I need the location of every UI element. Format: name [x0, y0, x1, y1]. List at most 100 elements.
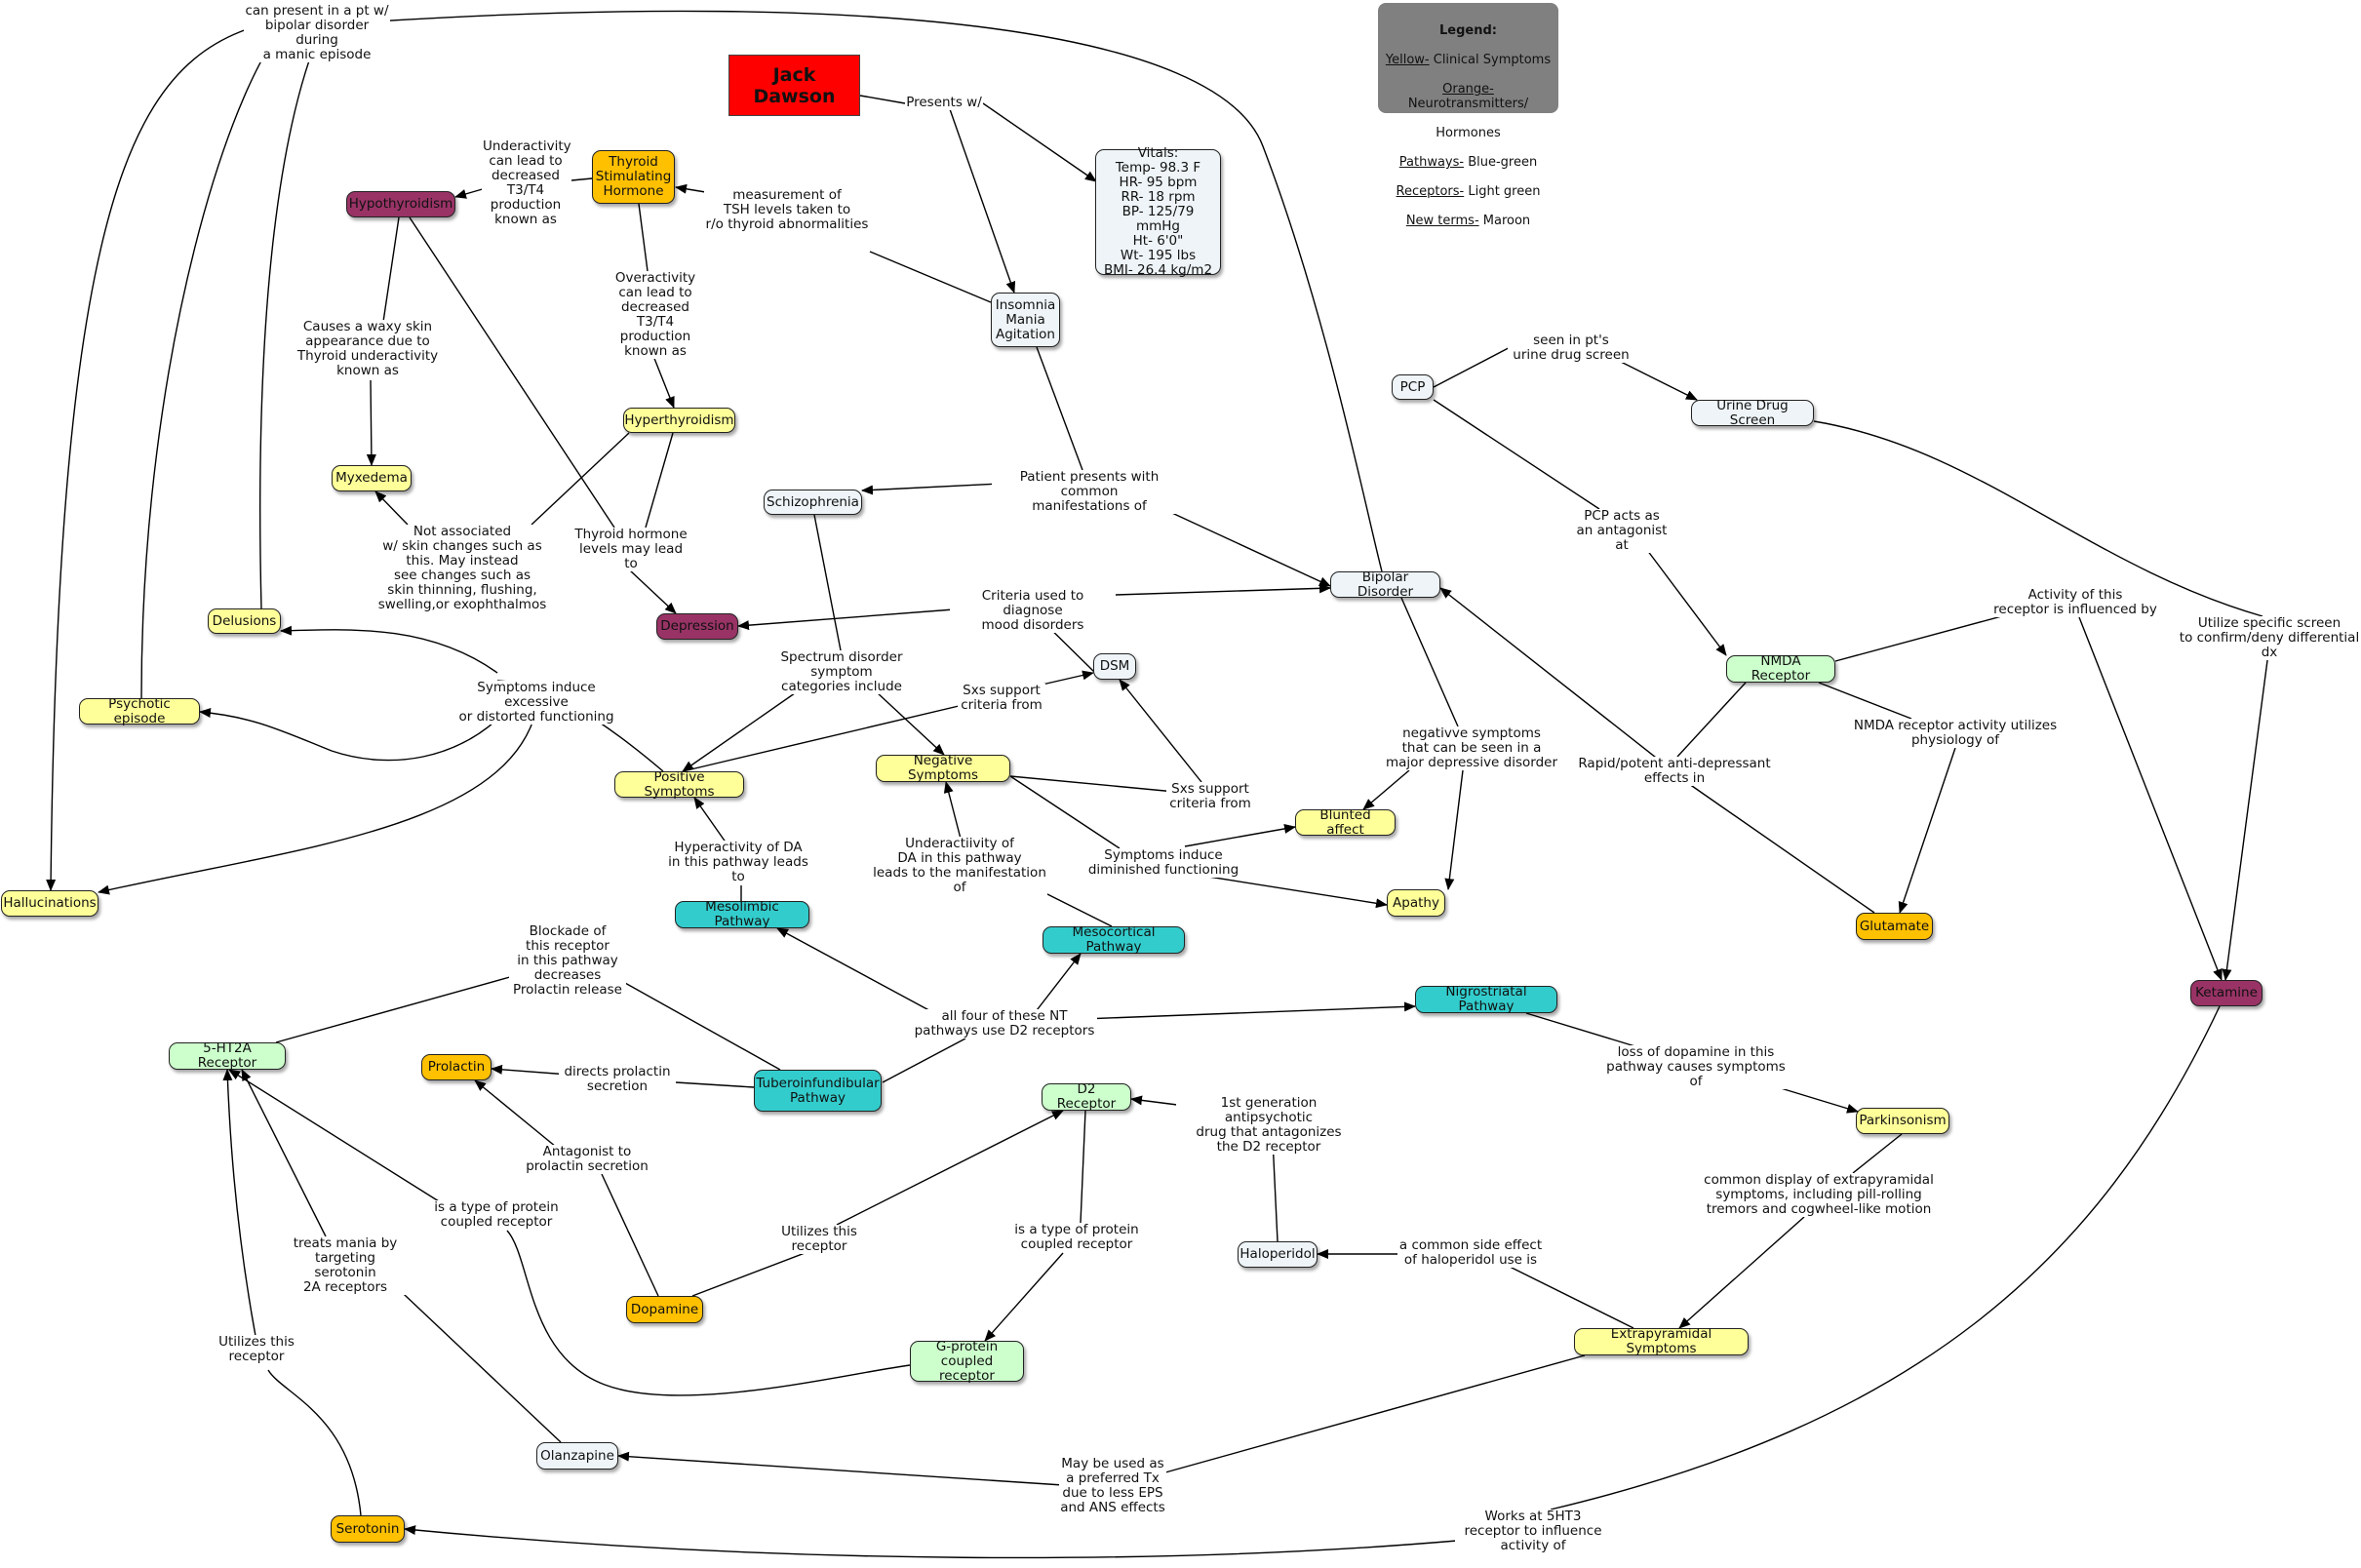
link-label-loss-of-dopamine: loss of dopamine in this pathway causes … — [1598, 1045, 1793, 1089]
link-label-first-generation: 1st generation antipsychotic drug that a… — [1176, 1096, 1361, 1155]
connector-gpc1-ht2a — [228, 1069, 440, 1202]
node-delusions[interactable]: Delusions — [208, 608, 281, 634]
legend-row: New terms- Maroon — [1382, 214, 1554, 228]
connector-negative-sxs2 — [1009, 775, 1176, 793]
node-myxedema[interactable]: Myxedema — [332, 465, 412, 491]
node-prolactin[interactable]: Prolactin — [421, 1054, 492, 1080]
node-haloperidol[interactable]: Haloperidol — [1238, 1241, 1318, 1268]
legend-row: Hormones — [1382, 126, 1554, 140]
node-g-protein-coupled-receptor[interactable]: G-protein coupled receptor — [910, 1339, 1024, 1383]
connector-insomnia-measure — [869, 251, 992, 303]
link-label-thyroid-depression: Thyroid hormone levels may lead to — [572, 528, 689, 571]
link-label-waxy-skin: Causes a waxy skin appearance due to Thy… — [295, 320, 441, 378]
node-mesocortical-pathway[interactable]: Mesocortical Pathway — [1043, 925, 1185, 955]
link-label-pcp-antagonist: PCP acts as an antagonist at — [1568, 509, 1675, 553]
node-nmda-receptor[interactable]: NMDA Receptor — [1726, 654, 1835, 684]
connector-parkinsonism-epsdisp — [1852, 1133, 1903, 1174]
connector-allfour-nigrostriatal — [1082, 1001, 1416, 1020]
connector-hyperthyroidism-thyroidlevels — [645, 432, 674, 529]
connector-diminished-apathy — [1189, 873, 1388, 909]
node-blunted-affect[interactable]: Blunted affect — [1295, 807, 1396, 837]
legend-key: Pathways- — [1398, 155, 1465, 170]
legend-key: Receptors- — [1396, 184, 1465, 199]
connector-tsh-overactivity — [638, 203, 649, 272]
connector-manic-hallucinations — [46, 17, 294, 891]
link-label-criteria-diagnose: Criteria used to diagnose mood disorders — [950, 589, 1116, 633]
node-parkinsonism[interactable]: Parkinsonism — [1856, 1108, 1949, 1134]
node-d2-receptor[interactable]: D2 Receptor — [1042, 1082, 1131, 1112]
node-urine-drug-screen[interactable]: Urine Drug Screen — [1691, 398, 1814, 427]
node-negative-symptoms[interactable]: Negative Symptoms — [876, 754, 1010, 783]
node-bipolar-disorder[interactable]: Bipolar Disorder — [1330, 569, 1440, 599]
connector-positive-sxs1 — [682, 701, 976, 772]
connector-eps-preferred — [1164, 1354, 1586, 1473]
node-vitals[interactable]: Vitals: Temp- 98.3 F HR- 95 bpm RR- 18 r… — [1095, 146, 1221, 278]
node-tuberoinfundibular-pathway[interactable]: Tuberoinfundibular Pathway — [754, 1070, 882, 1112]
node-serotonin[interactable]: Serotonin — [331, 1515, 405, 1543]
node-dsm[interactable]: DSM — [1093, 653, 1136, 680]
connector-negdep-blunted — [1362, 769, 1410, 810]
node-positive-symptoms[interactable]: Positive Symptoms — [614, 769, 744, 799]
connector-overactivity-hyperthyroidism — [652, 355, 675, 409]
node-5ht2a-receptor[interactable]: 5-HT2A Receptor — [169, 1041, 286, 1071]
connector-manic-delusions — [259, 26, 323, 609]
connector-excessive-hallucinations — [98, 709, 537, 895]
connector-allfour-mesocortical — [1033, 953, 1082, 1015]
connector-tsh-underactivity — [571, 177, 593, 181]
legend-key: Yellow- — [1385, 53, 1430, 67]
node-glutamate[interactable]: Glutamate — [1856, 913, 1933, 940]
connector-presents-insomnia — [949, 108, 1016, 294]
node-thyroid-stimulating-hormone[interactable]: Thyroid Stimulating Hormone — [592, 150, 675, 204]
connector-hyperDA-positive — [693, 797, 728, 844]
node-ketamine[interactable]: Ketamine — [2190, 980, 2263, 1006]
link-label-all-four-pathways: all four of these NT pathways use D2 rec… — [912, 1009, 1097, 1039]
connector-firstgen-d2 — [1130, 1095, 1186, 1107]
node-hyperthyroidism[interactable]: Hyperthyroidism — [623, 408, 735, 433]
legend-text: Neurotransmitters/ — [1407, 97, 1529, 111]
node-schizophrenia[interactable]: Schizophrenia — [764, 490, 862, 515]
connector-glutamate-bipolar — [1439, 587, 1875, 914]
link-label-diminished-functioning: Symptoms induce diminished functioning — [1085, 848, 1241, 878]
node-mesolimbic-pathway[interactable]: Mesolimbic Pathway — [675, 900, 809, 929]
connector-utilizes-ht2a — [222, 1069, 256, 1337]
connector-gpc2-gprotein — [984, 1252, 1064, 1342]
connector-underDA-negative — [943, 781, 962, 840]
link-label-sxs-support-2: Sxs support criteria from — [1166, 782, 1254, 811]
node-jack-dawson[interactable]: Jack Dawson — [728, 55, 860, 116]
connector-nigrostriatal-lossDA — [1525, 1012, 1639, 1048]
node-depression[interactable]: Depression — [656, 613, 738, 640]
link-label-excessive-functioning: Symptoms induce excessive or distorted f… — [444, 681, 629, 725]
connector-blockade-ht2a — [275, 974, 518, 1043]
connector-excessive-psychotic — [199, 708, 508, 762]
connector-tubero-allfour — [882, 1038, 966, 1083]
link-label-common-manifestations: Patient presents with common manifestati… — [992, 470, 1187, 514]
legend-key: New terms- — [1405, 214, 1479, 228]
link-label-sxs-support-1: Sxs support criteria from — [958, 684, 1045, 713]
legend-row: Pathways- Blue-green — [1382, 155, 1554, 170]
node-extrapyramidal-symptoms[interactable]: Extrapyramidal Symptoms — [1574, 1327, 1749, 1356]
connector-sxs2-dsm — [1119, 679, 1202, 783]
connector-negative-diminished — [1009, 775, 1121, 849]
node-dopamine[interactable]: Dopamine — [626, 1296, 703, 1323]
node-pcp[interactable]: PCP — [1392, 374, 1434, 400]
node-insomnia-mania-agitation[interactable]: Insomnia Mania Agitation — [991, 293, 1060, 347]
node-psychotic-episode[interactable]: Psychotic episode — [79, 696, 200, 725]
legend-text: Blue-green — [1464, 155, 1538, 170]
node-hypothyroidism[interactable]: Hypothyroidism — [346, 191, 455, 217]
connector-manic-bipolar — [374, 10, 1383, 572]
link-label-treats-mania: treats mania by targeting serotonin 2A r… — [282, 1236, 409, 1295]
connector-jack-presents — [859, 95, 906, 104]
connector-d2-gpc2 — [1080, 1110, 1086, 1224]
legend-text: Hormones — [1436, 126, 1501, 140]
link-label-underactivity-da: Underactiivity of DA in this pathway lea… — [872, 836, 1047, 895]
connector-dopamine-antagonist — [601, 1173, 659, 1297]
node-nigrostriatal-pathway[interactable]: Nigrostriatal Pathway — [1415, 985, 1557, 1014]
link-label-protein-coupled-1: is a type of protein coupled receptor — [428, 1200, 565, 1230]
node-olanzapine[interactable]: Olanzapine — [536, 1442, 618, 1470]
connector-notassoc-myxedema — [374, 490, 409, 526]
node-hallucinations[interactable]: Hallucinations — [1, 890, 98, 917]
connector-excessive-delusions — [280, 625, 498, 674]
connector-hypothyroidism-thyroidlevels — [409, 216, 615, 529]
connector-common-schizophrenia — [861, 483, 1001, 495]
node-apathy[interactable]: Apathy — [1387, 889, 1445, 917]
